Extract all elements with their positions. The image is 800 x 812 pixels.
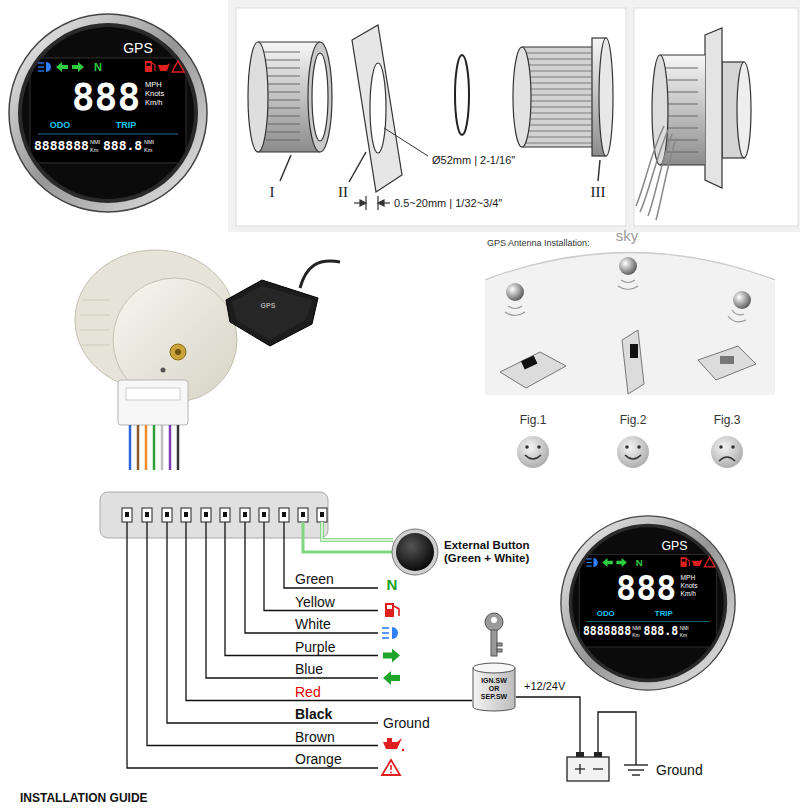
- gauge-readout: 8888888: [583, 625, 631, 638]
- gauge-readout: NMI: [90, 139, 100, 145]
- gauge-readout: 8888888: [34, 139, 89, 154]
- antenna-diagram: [485, 252, 775, 395]
- figure-label: Fig.1: [520, 414, 547, 428]
- key-icon: [485, 613, 503, 656]
- wire-name: Brown: [295, 728, 335, 744]
- o-ring: [455, 55, 469, 135]
- gauge-readout: GPS: [661, 539, 687, 553]
- gauge-readout: TRIP: [116, 120, 137, 130]
- switch-label: IGN.SW OR SEP.SW: [477, 677, 511, 701]
- voltage-label: +12/24V: [524, 680, 565, 693]
- neutral-symbol: N: [387, 576, 398, 593]
- gauge-dial: GPSN888MPHKnotsKm/hODOTRIP8888888NMIKm88…: [8, 13, 208, 213]
- gauge-readout: MPH: [145, 81, 162, 90]
- gauge-readout: TRIP: [655, 609, 673, 618]
- antenna-print: GPS: [261, 302, 276, 310]
- ground-label: Ground: [656, 762, 703, 778]
- gauge-readout: 888: [72, 76, 141, 120]
- sky-label: sky: [616, 227, 639, 244]
- wire-name: Red: [295, 683, 321, 699]
- wire-name: Green: [295, 571, 334, 587]
- callout-number: I: [270, 184, 275, 201]
- gauge-readout: Km: [90, 146, 98, 152]
- gauge-readout: Km/h: [145, 99, 163, 108]
- gps-antenna: [226, 261, 340, 346]
- wire-name: Purple: [295, 638, 335, 654]
- wire-icons: [382, 603, 404, 775]
- section-heading: GPS Antenna Installation:: [487, 238, 590, 248]
- wires: [127, 522, 636, 768]
- gauge-readout: NMI: [144, 139, 154, 145]
- wire-name: Blue: [295, 661, 323, 677]
- gauge-readout: Km: [680, 632, 687, 638]
- gauge-readout: Km: [632, 632, 639, 638]
- gauge-back: [75, 250, 237, 470]
- gauge-readout: GPS: [123, 40, 153, 56]
- button-wires: [303, 522, 393, 552]
- button-label: External Button (Green + White): [444, 539, 544, 565]
- gauge-readout: 888.8: [644, 625, 678, 638]
- gauge-readout: N: [94, 61, 102, 74]
- gauge-readout: N: [636, 557, 643, 568]
- gauge-readout: Km: [144, 146, 152, 152]
- wire-name: Black: [295, 706, 332, 722]
- gauge-readout: Knots: [145, 90, 164, 99]
- switch-box: IGN.SW OR SEP.SW: [472, 662, 516, 712]
- button-outline: [390, 527, 440, 577]
- gauge-readout: ODO: [597, 609, 615, 618]
- gauge-readout: Knots: [681, 582, 698, 590]
- gauge-readout: Km/h: [681, 590, 696, 598]
- nut-part: [248, 42, 332, 181]
- battery-symbol: [567, 752, 609, 781]
- figure-label: Fig.2: [620, 414, 647, 428]
- gauge-readout: ODO: [50, 120, 71, 130]
- gauge-readout: 888.8: [103, 139, 142, 154]
- gauge-readout: MPH: [681, 575, 696, 583]
- assembled-view: [636, 28, 751, 220]
- ground-symbol: [624, 765, 648, 775]
- guide-title: INSTALLATION GUIDE: [20, 792, 148, 806]
- gauge-dial: GPSN888MPHKnotsKm/hODOTRIP8888888NMIKm88…: [560, 515, 736, 691]
- button-circle: External Button (Green + White): [390, 527, 548, 577]
- ground-label: Ground: [383, 715, 430, 731]
- wire-name: Yellow: [295, 593, 335, 609]
- dimension-label: 0.5~20mm | 1/32~3/4″: [394, 197, 502, 210]
- wire-name: Orange: [295, 751, 342, 767]
- panel-plate: [349, 25, 428, 210]
- smiley-faces: [517, 436, 743, 468]
- top-panels: [0, 0, 800, 232]
- gauge-readout: NMI: [632, 626, 641, 632]
- dimension-label: Ø52mm | 2-1/16″: [432, 154, 515, 167]
- terminal-strip: [100, 492, 328, 538]
- figure-label: Fig.3: [714, 414, 741, 428]
- gauge-readout: 888: [616, 571, 676, 609]
- callout-number: II: [338, 184, 348, 201]
- gauge-readout: NMI: [680, 626, 689, 632]
- callout-number: III: [591, 184, 606, 201]
- wire-name: White: [295, 616, 331, 632]
- threaded-part: [513, 38, 613, 181]
